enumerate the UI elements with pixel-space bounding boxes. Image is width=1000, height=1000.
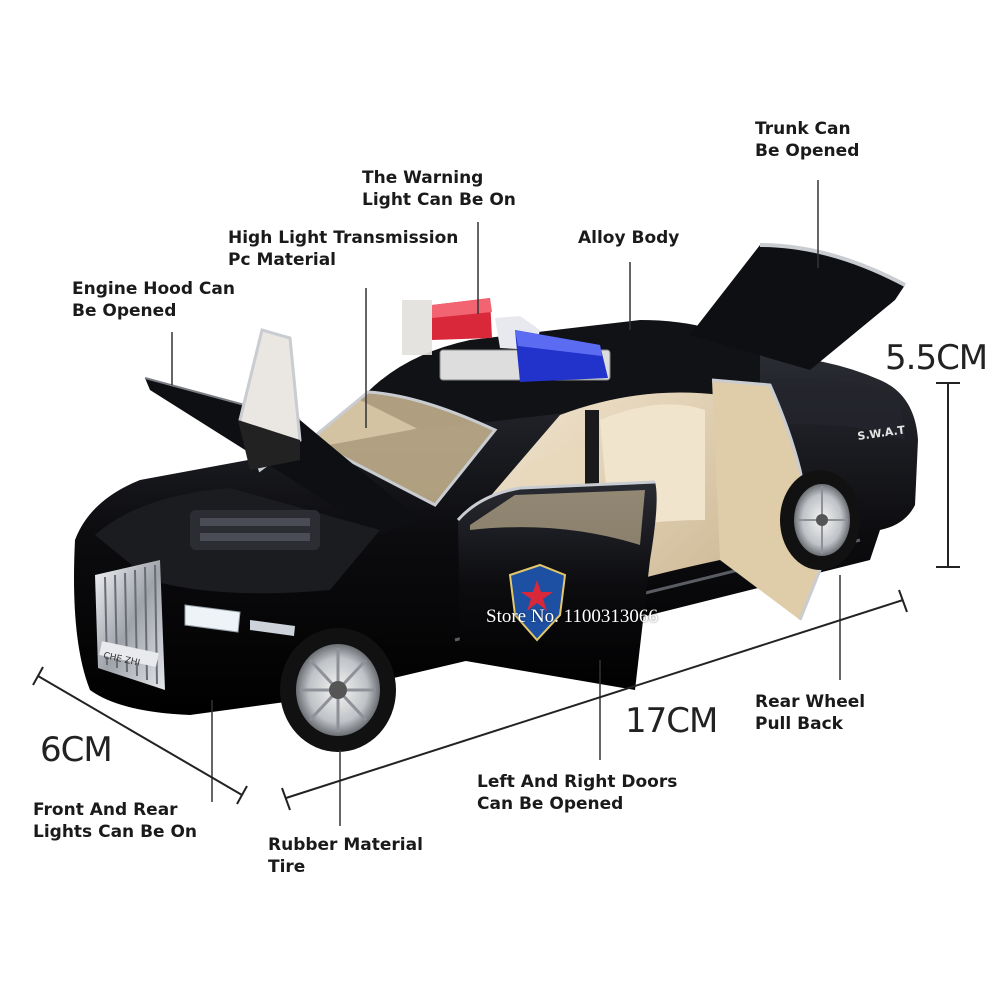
warning-light-bar: [402, 298, 611, 382]
warning-light-callout-line1: The Warning: [362, 168, 484, 188]
rear-door-open: [711, 378, 822, 621]
engine-hood-callout: Engine Hood Can Be Opened: [72, 278, 235, 322]
engine-bay: [95, 488, 380, 594]
height-dimension-label: 5.5CM: [885, 338, 988, 378]
tire-callout-line1: Rubber Material: [268, 835, 423, 855]
headlights: [184, 604, 295, 636]
engine-hood-callout-line2: Be Opened: [72, 301, 177, 321]
rear-wheel: [780, 470, 860, 570]
trunk-lid-open: [690, 243, 906, 370]
warning-light-callout: The Warning Light Can Be On: [362, 167, 516, 211]
length-dimension-label: 17CM: [625, 701, 718, 741]
tire-callout: Rubber Material Tire: [268, 834, 423, 878]
rear-wheel-callout-line2: Pull Back: [755, 714, 843, 734]
leader-lines: [171, 180, 841, 826]
warning-light-callout-line2: Light Can Be On: [362, 190, 516, 210]
front-door-open: [456, 480, 657, 690]
tire-callout-line2: Tire: [268, 857, 306, 877]
rear-wheel-callout-line1: Rear Wheel: [755, 692, 866, 712]
dimension-width-marker: [32, 666, 248, 805]
alloy-body-callout: Alloy Body: [578, 227, 679, 249]
pc-material-callout-line2: Pc Material: [228, 250, 337, 270]
store-watermark: Store No. 1100313066: [486, 606, 658, 627]
doors-callout-line2: Can Be Opened: [477, 794, 624, 814]
lights-callout: Front And Rear Lights Can Be On: [33, 799, 197, 843]
engine-hood-callout-line1: Engine Hood Can: [72, 279, 235, 299]
trunk-callout-line2: Be Opened: [755, 141, 860, 161]
front-wheel: [280, 628, 396, 752]
trunk-callout: Trunk Can Be Opened: [755, 118, 859, 162]
trunk-callout-line1: Trunk Can: [755, 119, 851, 139]
rear-wheel-callout: Rear Wheel Pull Back: [755, 691, 865, 735]
front-grille: [95, 560, 165, 690]
far-door-open: [238, 328, 302, 473]
pc-material-callout: High Light Transmission Pc Material: [228, 227, 458, 271]
dimension-length-marker: [281, 589, 908, 811]
doors-callout: Left And Right Doors Can Be Opened: [477, 771, 677, 815]
doors-callout-line1: Left And Right Doors: [477, 772, 678, 792]
windshield: [307, 390, 498, 507]
lights-callout-line1: Front And Rear: [33, 800, 178, 820]
width-dimension-label: 6CM: [40, 730, 113, 770]
alloy-body-callout-line1: Alloy Body: [578, 228, 680, 248]
pc-material-callout-line1: High Light Transmission: [228, 228, 459, 248]
dimension-height-marker: [936, 382, 960, 568]
lights-callout-line2: Lights Can Be On: [33, 822, 198, 842]
